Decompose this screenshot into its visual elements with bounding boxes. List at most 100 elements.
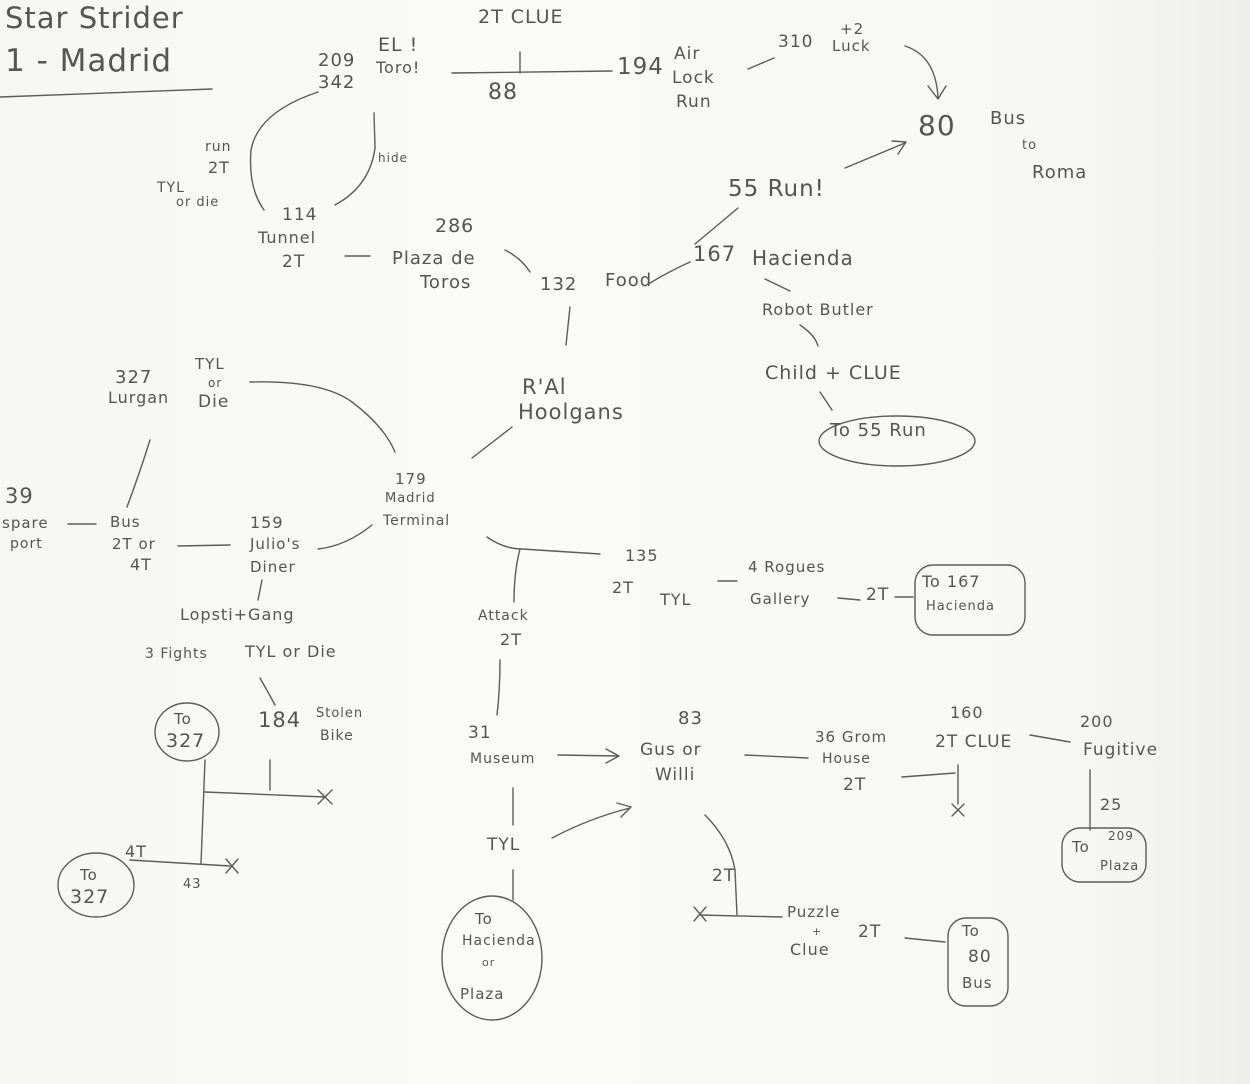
grom-line-3: 2T [843,775,867,795]
tyl-die-2-label: TYL or Die [245,642,337,661]
label-43: 43 [183,877,202,892]
to80-line-2: 80 [968,947,992,967]
43-dead-end-x [225,858,239,874]
luck-bonus: +2 [840,20,865,38]
puzzle-horizontal-line [699,914,783,918]
run-55-label: 55 Run! [728,176,825,202]
air-lock-to-310-line [747,57,775,70]
hacienda-label: Hacienda [752,246,854,270]
tyl-die-1-line-2: or [208,376,223,390]
plaza-to-food-line [504,249,531,273]
bus-roma-line-1: Bus [990,108,1027,129]
label-4t: 4T [125,842,147,861]
puzzle-line-3: Clue [790,940,830,959]
julio-to-gang-line [257,579,263,601]
butler-to-child-line [799,324,819,347]
to327a-line-1: To [174,710,192,728]
to-hacienda-plaza-circle [441,895,543,1021]
node-135-tyl: TYL [660,590,692,609]
node-160-clue: 2T CLUE [935,732,1013,752]
node-160: 160 [950,703,984,722]
julio-to-terminal-line [317,524,373,550]
bus-line-2: 2T or [112,535,156,553]
tyl-die-1-line-3: Die [198,392,230,412]
child-to-run-line [819,391,833,411]
terminal-to-135-line [486,536,601,555]
butler-label: Robot Butler [762,300,874,319]
tunnel-line-3: 2T [282,252,306,272]
bus-to-julio-line [177,544,231,547]
run2t-line-1: run [205,139,232,155]
puzzle-to-80-line [904,937,946,943]
luck-label: Luck [832,37,871,55]
run2t-line-4: or die [176,195,220,210]
run2t-line-2: 2T [208,158,230,177]
el-toro-line-1: EL ! [378,34,419,56]
spareport-line-1: 39 [5,484,34,508]
to-hp-line-4: Plaza [460,985,505,1003]
attack-to-museum-line [496,659,501,716]
node-209: 209 [318,50,356,71]
hacienda-number: 167 [693,242,737,266]
terminal-line-1: 179 [395,470,427,488]
run55-to-80-arrow [844,142,906,169]
bike-line-1: Stolen [316,706,364,721]
node-135-2t: 2T [612,578,634,597]
bike-dead-end-x [317,789,333,805]
el-toro-line-2: Toro! [376,58,421,77]
gus-number: 83 [678,708,703,729]
bus-roma-line-3: Roma [1032,162,1088,183]
plaza-line-1: 286 [435,215,475,237]
food-label: Food [605,270,653,291]
tyl-die-to-184-line [259,677,276,706]
fugitive-label: Fugitive [1083,740,1159,760]
hooligans-line-2: Hoolgans [518,400,624,424]
tyl-die-to-terminal-arc [249,381,396,453]
to327a-circle [154,702,220,762]
museum-to-gus-arrow [557,754,619,757]
to327-vertical-line [200,759,206,865]
spareport-line-3: port [10,536,43,552]
to80-box [947,917,1009,1007]
museum-label: Museum [470,751,536,767]
to-hp-line-1: To [475,910,493,928]
to167-line-2: Hacienda [926,599,995,614]
run2t-line-3: TYL [157,180,185,196]
to209-line-2: 209 [1108,829,1134,843]
julio-line-1: 159 [250,513,284,532]
hooligans-line-1: R'Al [522,375,567,399]
grom-line-1: 36 Grom [815,728,888,746]
title-line-1: Star Strider [5,1,184,35]
air-lock-line-1: Air [674,44,701,64]
julio-line-3: Diner [250,558,296,576]
node-200: 200 [1080,712,1114,731]
museum-number: 31 [468,723,492,743]
gus-line-3: Willi [655,765,696,785]
plaza-line-3: Toros [420,272,472,293]
title-underline [0,88,213,98]
tunnel-line-2: Tunnel [258,228,317,247]
to209-box [1061,827,1147,883]
to167-line-1: To 167 [922,572,981,591]
air-lock-line-3: Run [676,92,712,112]
node-342: 342 [318,72,356,93]
bike-line-2: Bike [320,728,354,744]
hacienda-to-run55-line [694,207,739,245]
bus-line-1: Bus [110,513,141,531]
label-25: 25 [1100,795,1123,814]
to80-line-3: Bus [962,974,993,992]
node-135: 135 [625,546,659,565]
puzzle-line-2: + [812,925,823,938]
bike-horizontal-line [204,791,326,798]
tyl-to-gus-arrow [551,807,631,839]
gus-to-grom-line [744,754,809,759]
terminal-line-2: Madrid [385,491,436,506]
gus-2t-label: 2T [712,866,736,886]
gang-label: Lopsti+Gang [180,605,295,624]
junction-to-attack-line [513,548,521,603]
lurgan-number: 327 [115,367,153,388]
toro-to-tunnel-run-curve [249,91,319,211]
clue-top-label: 2T CLUE [478,6,564,28]
el-toro-to-194-line [451,70,613,74]
